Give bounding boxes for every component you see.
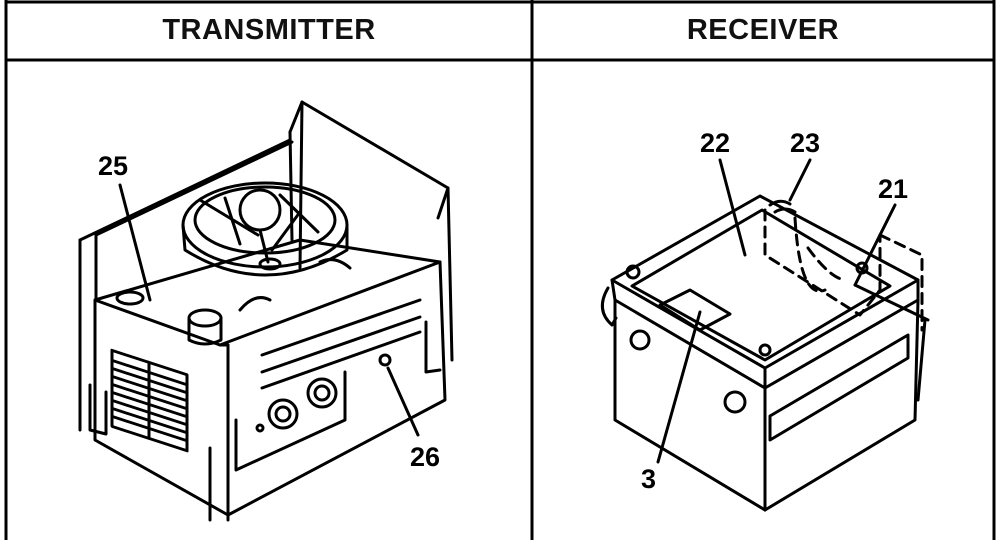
transmitter-leaders [118,183,420,437]
transmitter-illustration [78,100,454,522]
transmitter-callouts: 25 26 [98,151,440,472]
callout-26: 26 [410,442,440,472]
callout-22: 22 [700,128,730,158]
receiver-header: RECEIVER [686,13,840,46]
transmitter-header: TRANSMITTER [162,13,376,46]
callout-23: 23 [790,128,820,158]
receiver-callouts: 22 23 21 3 [641,128,908,494]
table-lines [4,0,996,540]
receiver-leaders [656,158,897,464]
receiver-illustration [600,194,930,512]
callout-3: 3 [641,464,656,494]
callout-25: 25 [98,151,128,181]
callout-21: 21 [878,174,908,204]
